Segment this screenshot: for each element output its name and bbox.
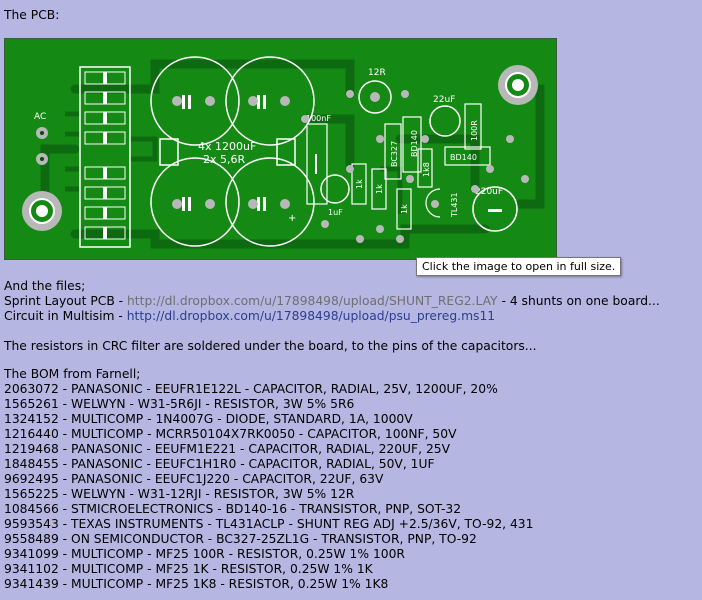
bc327-label: BC327 [390, 141, 399, 167]
bom-row: 1565261 - WELWYN - W31-5R6JI - RESISTOR,… [4, 397, 355, 411]
multisim-line: Circuit in Multisim - http://dl.dropbox.… [4, 309, 495, 324]
r1k-c-label: 1k [400, 204, 409, 214]
r1k8-label: 1k8 [422, 162, 431, 177]
r1k-b-label: 1k [375, 184, 384, 194]
bom-row: 9692495 - PANASONIC - EEUFC1J220 - CAPAC… [4, 472, 384, 486]
main-capacitors [150, 56, 315, 247]
mounting-hole-right [498, 65, 538, 105]
polarity-mark: + [288, 213, 296, 224]
bom-row: 1565225 - WELWYN - W31-12RJI - RESISTOR,… [4, 487, 355, 501]
bd140-a-label: BD140 [410, 130, 419, 157]
diode-bridge [79, 66, 131, 248]
ac-label: AC [34, 112, 46, 122]
sprint-link[interactable]: http://dl.dropbox.com/u/17898498/upload/… [127, 294, 498, 308]
bom-row: 2063072 - PANASONIC - EEUFR1E122L - CAPA… [4, 382, 498, 396]
bom-row: 9558489 - ON SEMICONDUCTOR - BC327-25ZL1… [4, 532, 477, 546]
bd140-b-label: BD140 [450, 153, 477, 162]
bom-row: 9593543 - TEXAS INSTRUMENTS - TL431ACLP … [4, 517, 534, 531]
multisim-link[interactable]: http://dl.dropbox.com/u/17898498/upload/… [126, 309, 496, 323]
multisim-prefix: Circuit in Multisim - [4, 309, 127, 323]
bom-row: 1084566 - STMICROELECTRONICS - BD140-16 … [4, 502, 462, 516]
c220u-label: 220uF [475, 187, 503, 197]
files-heading: And the files; [4, 279, 86, 293]
res-main-label: 2x 5,6R [203, 153, 245, 166]
sprint-line: Sprint Layout PCB - http://dl.dropbox.co… [4, 294, 660, 309]
bom-row: 1219468 - PANASONIC - EEUFM1E221 - CAPAC… [4, 442, 451, 456]
bom-row: 1216440 - MULTICOMP - MCRR50104X7RK0050 … [4, 427, 457, 441]
bom-row: 1848455 - PANASONIC - EEUFC1H1R0 - CAPAC… [4, 457, 435, 471]
sprint-suffix: - 4 shunts on one board... [497, 294, 660, 308]
sprint-prefix: Sprint Layout PCB - [4, 294, 128, 308]
bom-row: 9341439 - MULTICOMP - MF25 1K8 - RESISTO… [4, 577, 389, 591]
c22u-label: 22uF [433, 95, 455, 105]
intro-text: The PCB: [4, 8, 60, 22]
mounting-hole-left [22, 191, 62, 231]
pcb-drawing: AC [5, 39, 556, 259]
pcb-image[interactable]: AC [4, 38, 557, 260]
r100-label: 100R [470, 120, 479, 141]
r1k-a-label: 1k [355, 179, 364, 189]
r12-label: 12R [368, 68, 386, 78]
bom-row: 9341099 - MULTICOMP - MF25 100R - RESIST… [4, 547, 405, 561]
cap-main-label: 4x 1200uF [198, 140, 256, 153]
tooltip: Click the image to open in full size. [416, 257, 622, 276]
bom-row: 9341102 - MULTICOMP - MF25 1K - RESISTOR… [4, 562, 373, 576]
c1u-label: 1uF [328, 208, 343, 217]
crc-note: The resistors in CRC filter are soldered… [4, 339, 537, 353]
bom-row: 1324152 - MULTICOMP - 1N4007G - DIODE, S… [4, 412, 413, 426]
c100n-label: 100nF [306, 114, 331, 123]
bom-heading: The BOM from Farnell; [4, 367, 141, 381]
tl431-label: TL431 [450, 192, 459, 218]
